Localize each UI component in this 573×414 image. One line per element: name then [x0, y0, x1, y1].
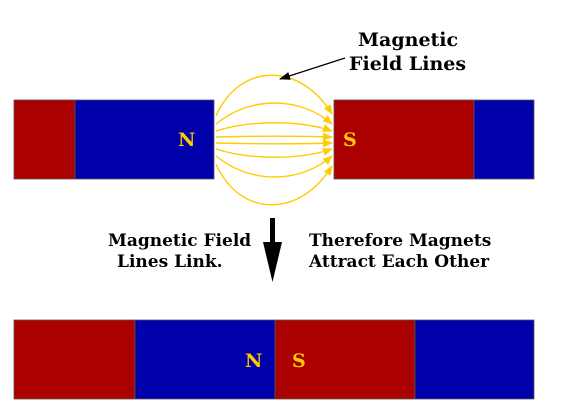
field-line: [215, 155, 333, 178]
field-lines-label-line1: Magnetic: [358, 29, 458, 51]
top-left-magnet-red-segment: [13, 99, 76, 180]
bottom-red-segment-right: [274, 319, 416, 400]
right-caption-line1: Therefore Magnets: [309, 231, 491, 251]
field-line: [215, 122, 333, 132]
field-line: [215, 132, 333, 141]
bottom-red-segment-left: [13, 319, 136, 400]
field-line: [215, 102, 333, 125]
bottom-blue-segment-left: [134, 319, 276, 400]
top-left-magnet-blue-segment: [74, 99, 215, 180]
top-right-magnet-blue-segment: [473, 99, 535, 180]
top-left-magnet: N: [13, 99, 215, 180]
bottom-north-pole-label: N: [245, 350, 262, 372]
pointer-arrow-icon: [279, 57, 346, 80]
left-caption-line2: Lines Link.: [117, 252, 223, 272]
bottom-blue-segment-right: [414, 319, 535, 400]
left-caption-line1: Magnetic Field: [108, 231, 251, 251]
top-right-magnet-red-segment: [333, 99, 475, 180]
field-line: [215, 163, 333, 206]
top-right-magnet: S: [333, 99, 535, 180]
down-arrow-icon: [263, 218, 282, 282]
field-line: [215, 148, 333, 158]
bottom-magnets: N S: [13, 319, 535, 400]
bottom-south-pole-label: S: [292, 350, 306, 372]
field-line: [215, 74, 333, 117]
top-south-pole-label: S: [343, 129, 357, 151]
field-line: [215, 139, 333, 148]
right-caption-line2: Attract Each Other: [308, 252, 490, 272]
field-lines-label-line2: Field Lines: [349, 53, 466, 75]
field-lines: [215, 74, 333, 206]
top-north-pole-label: N: [178, 129, 195, 151]
